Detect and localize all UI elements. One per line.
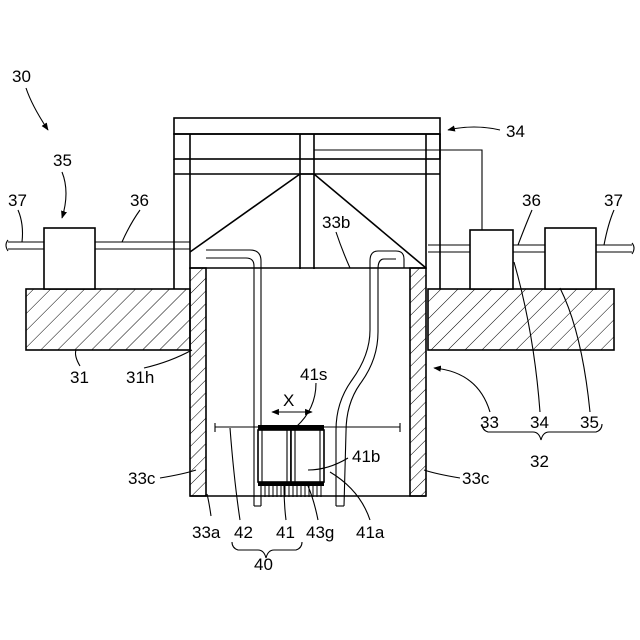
hose-left bbox=[206, 258, 254, 506]
label-x: X bbox=[283, 391, 294, 410]
print-head-41 bbox=[258, 425, 324, 497]
label-30: 30 bbox=[12, 67, 31, 86]
pipe-left bbox=[6, 240, 190, 251]
label-41a: 41a bbox=[356, 523, 385, 542]
label-37-left: 37 bbox=[8, 191, 27, 210]
label-42: 42 bbox=[234, 523, 253, 542]
label-32: 32 bbox=[530, 452, 549, 471]
label-33c-left: 33c bbox=[128, 469, 156, 488]
label-34-group: 34 bbox=[530, 413, 549, 432]
pipe-right bbox=[428, 243, 634, 254]
frame-34 bbox=[174, 118, 482, 289]
label-31h: 31h bbox=[126, 368, 154, 387]
label-35-group: 35 bbox=[580, 413, 599, 432]
label-33c-right: 33c bbox=[462, 469, 490, 488]
label-41b: 41b bbox=[352, 447, 380, 466]
label-41: 41 bbox=[276, 523, 295, 542]
label-40: 40 bbox=[254, 555, 273, 574]
box-34-right bbox=[470, 230, 513, 289]
label-36-left: 36 bbox=[130, 191, 149, 210]
label-35-left: 35 bbox=[53, 151, 72, 170]
label-33a: 33a bbox=[192, 523, 221, 542]
label-31: 31 bbox=[70, 368, 89, 387]
label-33b: 33b bbox=[322, 213, 350, 232]
label-34-top: 34 bbox=[506, 122, 525, 141]
base-plate bbox=[26, 289, 614, 350]
label-37-right: 37 bbox=[604, 191, 623, 210]
box-35-left bbox=[44, 228, 95, 289]
label-43g: 43g bbox=[306, 523, 334, 542]
box-35-right bbox=[545, 228, 596, 289]
label-36-right: 36 bbox=[522, 191, 541, 210]
label-33-group: 33 bbox=[480, 413, 499, 432]
label-41s: 41s bbox=[300, 365, 327, 384]
